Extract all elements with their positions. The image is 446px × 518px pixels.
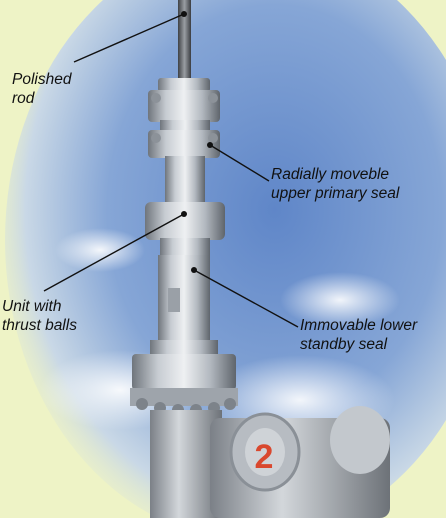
leader-dots: [181, 11, 213, 273]
cloud: [55, 228, 145, 272]
label-line: upper primary seal: [271, 185, 400, 202]
leader-upper-seal: [209, 144, 270, 182]
label-line: thrust balls: [2, 317, 77, 334]
leader-lines: [43, 13, 299, 328]
label-line: Polished: [12, 71, 72, 88]
leader-thrust-unit: [43, 213, 185, 292]
lower-seal-assembly: [150, 255, 218, 356]
cloud: [280, 272, 400, 328]
label-line: standby seal: [300, 336, 388, 353]
label-polished-rod: Polished rod: [12, 70, 71, 108]
label-line: Unit with: [2, 298, 62, 315]
upper-seal-assembly: [148, 78, 220, 204]
label-line: Radially moveble: [271, 166, 390, 183]
thrust-ball-unit: [145, 202, 225, 256]
leader-lower-seal: [193, 269, 299, 328]
label-lower-seal: Immovable lower standby seal: [300, 316, 417, 354]
wellhead-flange: [130, 354, 238, 416]
polished-rod: [178, 0, 191, 92]
label-line: Immovable lower: [300, 317, 418, 334]
label-upper-seal: Radially moveble upper primary seal: [271, 165, 399, 203]
label-line: rod: [12, 90, 35, 107]
label-thrust-unit: Unit with thrust balls: [2, 297, 77, 335]
valve-body: [210, 406, 390, 518]
leader-polished-rod: [73, 13, 185, 63]
wheel-number: 2: [255, 438, 274, 476]
